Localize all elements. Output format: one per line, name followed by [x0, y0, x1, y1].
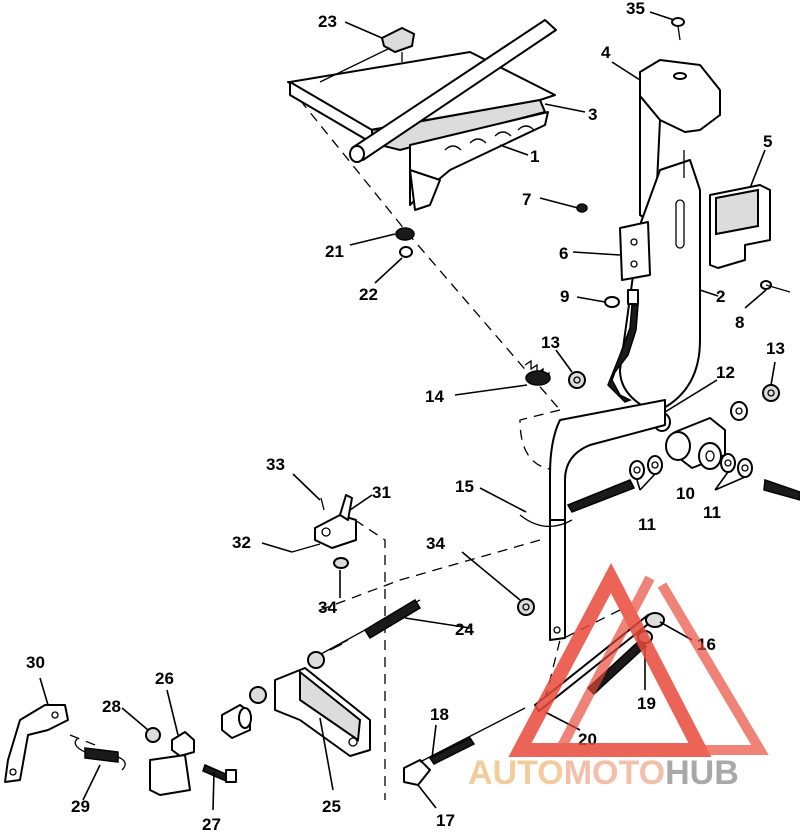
callout-7: 7 — [522, 190, 531, 209]
threaded-stud-left — [566, 479, 636, 513]
callout-9: 9 — [560, 287, 569, 306]
callout-1: 1 — [530, 147, 539, 166]
screw-part-35 — [671, 17, 685, 41]
bracket-part-26 — [149, 731, 195, 796]
watermark-text: AUTOMOTOHUB — [468, 754, 739, 792]
washers-part-11 — [629, 453, 753, 480]
hub-part-10 — [665, 417, 726, 470]
knob-part-23 — [319, 26, 416, 83]
watermark: AUTOMOTOHUB — [468, 562, 769, 792]
callout-17: 17 — [436, 811, 455, 830]
nut-near-25-b — [249, 686, 267, 704]
callout-4: 4 — [601, 43, 611, 62]
spring-part-29 — [74, 737, 126, 771]
rod-part-24 — [309, 598, 422, 661]
callout-23: 23 — [318, 12, 337, 31]
callout-30: 30 — [26, 653, 45, 672]
callout-11-left: 11 — [638, 515, 656, 534]
nut-part-13-left — [568, 371, 586, 389]
threaded-stud-right — [763, 478, 800, 501]
screw-part-7 — [576, 203, 588, 213]
rod-end-part-17 — [403, 707, 526, 786]
callout-2: 2 — [716, 287, 725, 306]
nut-part-34-right — [517, 598, 535, 616]
callout-32: 32 — [232, 533, 251, 552]
watermark-auto: AUTO — [468, 754, 564, 792]
bracket-part-30 — [4, 704, 69, 783]
nut-part-21 — [395, 227, 415, 241]
nut-part-28 — [145, 727, 161, 743]
callout-22: 22 — [359, 285, 378, 304]
pedal-arm — [549, 399, 666, 641]
lever-part-2 — [619, 95, 701, 411]
callout-28: 28 — [102, 697, 121, 716]
callout-13-left: 13 — [541, 333, 560, 352]
callout-33: 33 — [266, 455, 285, 474]
callout-11-right: 11 — [703, 503, 721, 522]
screw-part-8 — [760, 280, 791, 293]
nut-near-25-a — [307, 651, 325, 669]
grommet — [221, 704, 252, 739]
spring-part-14 — [524, 359, 551, 386]
clip-part-15 — [519, 514, 573, 527]
callout-35: 35 — [626, 0, 645, 18]
callout-26: 26 — [155, 669, 174, 688]
callout-6: 6 — [559, 244, 568, 263]
nut-part-13-right — [762, 384, 780, 402]
callout-24: 24 — [455, 620, 474, 639]
bracket-part-31 — [314, 494, 357, 549]
ball-joint-part-16 — [645, 612, 665, 628]
callout-10: 10 — [676, 484, 695, 503]
nut-part-34-left — [333, 557, 349, 569]
pin-part-32 — [291, 543, 321, 553]
callout-14: 14 — [425, 387, 444, 406]
leader-lines — [39, 11, 776, 811]
screw-part-27 — [202, 763, 237, 783]
washer-part-12-right — [730, 401, 748, 421]
callout-13-right: 13 — [766, 339, 785, 358]
bracket-part-25 — [274, 667, 371, 757]
callout-3: 3 — [588, 105, 597, 124]
plate-part-6 — [619, 221, 651, 281]
callout-34-left: 34 — [318, 598, 337, 617]
callout-12: 12 — [716, 363, 735, 382]
lever-cap-part-4 — [639, 59, 721, 133]
callout-18: 18 — [430, 705, 449, 724]
callout-8: 8 — [735, 313, 744, 332]
watermark-moto: MOTO — [564, 754, 665, 792]
callout-27: 27 — [202, 815, 221, 834]
callout-labels: 1 2 3 4 5 6 7 8 9 10 11 11 12 13 13 14 1… — [26, 0, 785, 834]
pin-part-33 — [320, 497, 325, 511]
cable — [607, 289, 639, 403]
callout-15: 15 — [455, 477, 474, 496]
bracket-part-5 — [709, 184, 771, 269]
bushing-part-22 — [399, 246, 413, 258]
callout-25: 25 — [322, 797, 341, 816]
callout-19: 19 — [637, 694, 656, 713]
bracket-part-3 — [287, 51, 556, 211]
callout-29: 29 — [71, 797, 90, 816]
watermark-triangle-logo — [508, 562, 769, 757]
watermark-hub: HUB — [665, 754, 739, 792]
rod-top — [349, 19, 557, 163]
assembly-guide-lines — [69, 99, 621, 800]
washer-part-9 — [604, 296, 620, 308]
callout-21: 21 — [325, 242, 344, 261]
callout-5: 5 — [763, 132, 772, 151]
callout-34-right: 34 — [426, 534, 445, 553]
callout-31: 31 — [372, 483, 391, 502]
